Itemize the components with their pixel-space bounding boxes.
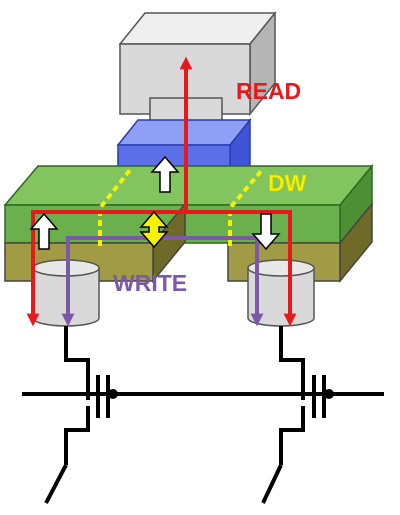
domain-wall-arrow [139,210,169,249]
wire-junctions [108,389,334,399]
write-label: WRITE [113,270,187,296]
magnetization-down-arrow-right [251,213,281,251]
magnetization-up-arrow-left [29,212,59,250]
dw-label: DW [268,170,307,196]
read-current-path [26,56,297,327]
circuit-wiring [22,326,384,504]
magnetization-up-arrow-top [150,155,180,193]
free-layer [3,163,374,246]
read-label: READ [236,78,301,104]
